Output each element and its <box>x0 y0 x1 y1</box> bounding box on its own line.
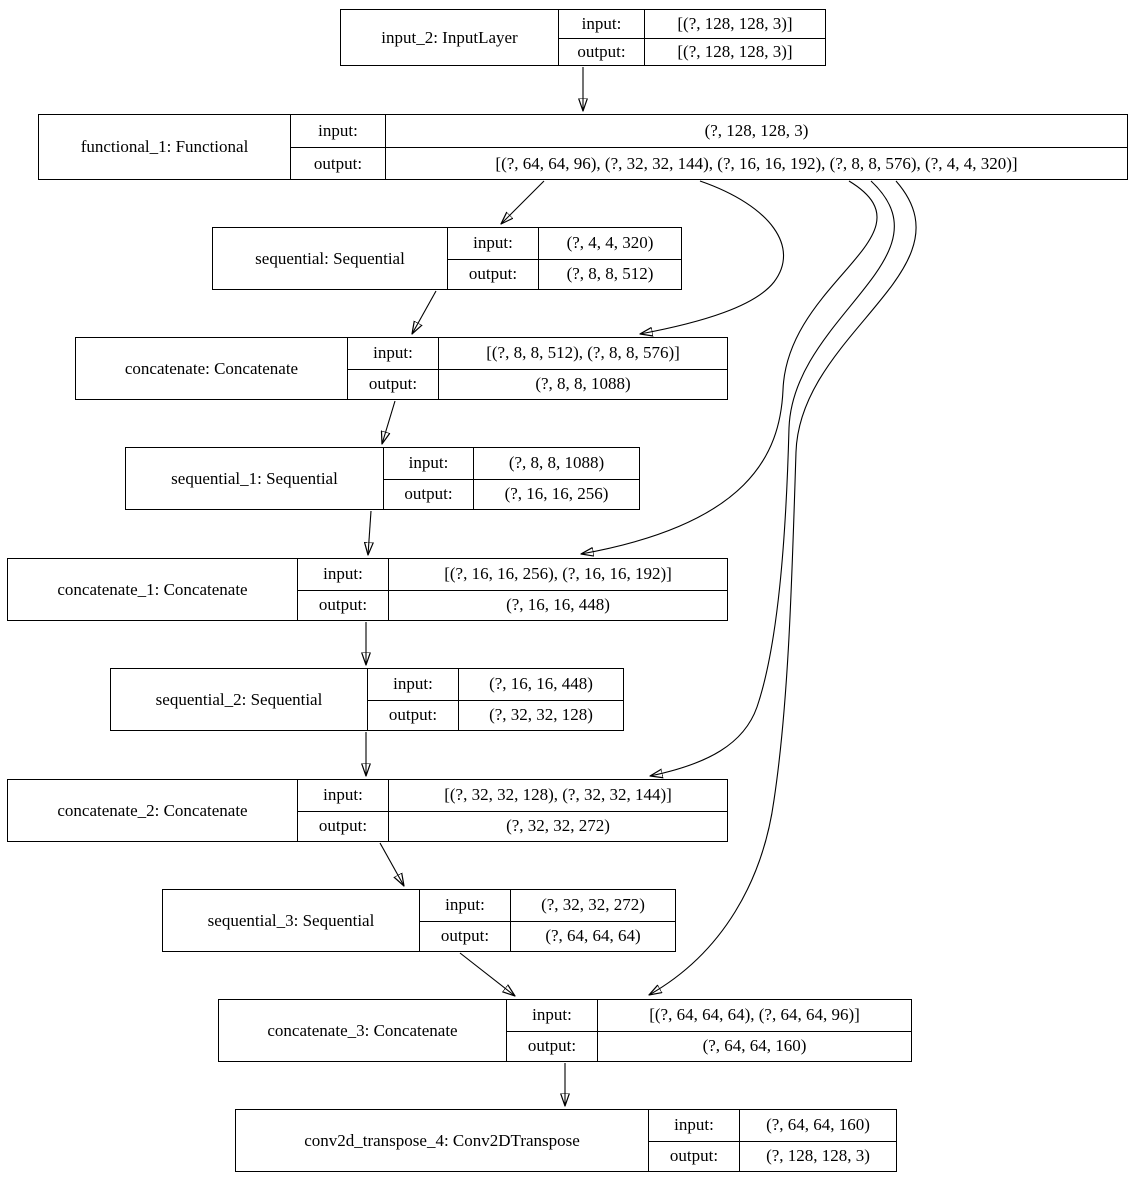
output-label: output: <box>298 589 389 620</box>
output-shape: (?, 32, 32, 272) <box>389 810 727 842</box>
output-shape: (?, 32, 32, 128) <box>459 699 623 731</box>
output-label: output: <box>348 368 439 399</box>
input-label: input: <box>291 115 386 147</box>
node-sequential: sequential: Sequential input: (?, 4, 4, … <box>212 227 682 290</box>
input-label: input: <box>368 669 459 700</box>
edge-functional-1-to-concatenate-3-skip <box>649 180 917 995</box>
edge-functional-1-to-concatenate-2-skip <box>650 180 895 776</box>
output-label: output: <box>507 1030 598 1061</box>
node-concatenate-1: concatenate_1: Concatenate input: [(?, 1… <box>7 558 728 621</box>
output-label: output: <box>298 810 389 841</box>
node-concatenate-2: concatenate_2: Concatenate input: [(?, 3… <box>7 779 728 842</box>
input-label: input: <box>649 1110 740 1141</box>
input-label: input: <box>298 559 389 590</box>
edge-functional-1-to-sequential <box>501 180 545 224</box>
input-label: input: <box>559 10 645 38</box>
layer-title: concatenate: Concatenate <box>76 338 348 399</box>
output-label: output: <box>559 37 645 65</box>
input-label: input: <box>507 1000 598 1031</box>
input-shape: (?, 8, 8, 1088) <box>508 453 605 473</box>
node-concatenate: concatenate: Concatenate input: [(?, 8, … <box>75 337 728 400</box>
input-shape: (?, 128, 128, 3) <box>704 121 809 140</box>
output-shape: (?, 8, 8, 1088) <box>439 368 727 400</box>
layer-title: functional_1: Functional <box>39 115 291 179</box>
layer-title: conv2d_transpose_4: Conv2DTranspose <box>236 1110 649 1171</box>
output-label: output: <box>448 258 539 289</box>
input-shape: [(?, 128, 128, 3)] <box>677 13 793 33</box>
layer-title: input_2: InputLayer <box>341 10 559 65</box>
input-shape: [(?, 8, 8, 512), (?, 8, 8, 576)] <box>486 343 680 363</box>
output-shape: [(?, 64, 64, 96), (?, 32, 32, 144), (?, … <box>386 147 1127 179</box>
output-shape: (?, 64, 64, 160) <box>598 1030 911 1062</box>
node-concatenate-3: concatenate_3: Concatenate input: [(?, 6… <box>218 999 912 1062</box>
input-label: input: <box>298 780 389 811</box>
output-shape: (?, 8, 8, 512) <box>539 258 681 290</box>
edge-sequential-3-to-concatenate-3 <box>459 952 515 996</box>
input-shape: (?, 4, 4, 320) <box>566 233 654 253</box>
layer-title: sequential_3: Sequential <box>163 890 420 951</box>
output-shape: [(?, 128, 128, 3)] <box>645 37 825 66</box>
output-label: output: <box>420 920 511 951</box>
input-shape: (?, 16, 16, 448) <box>489 674 593 694</box>
input-label: input: <box>448 228 539 259</box>
output-label: output: <box>384 478 474 509</box>
edge-concatenate-2-to-sequential-3 <box>379 842 404 886</box>
node-input-2: input_2: InputLayer input: [(?, 128, 128… <box>340 9 826 66</box>
node-sequential-3: sequential_3: Sequential input: (?, 32, … <box>162 889 676 952</box>
edge-sequential-1-to-concatenate-1 <box>368 510 371 555</box>
output-shape: (?, 16, 16, 448) <box>389 589 727 621</box>
input-shape: [(?, 16, 16, 256), (?, 16, 16, 192)] <box>444 564 672 584</box>
layer-title: sequential_1: Sequential <box>126 448 384 509</box>
output-shape: (?, 128, 128, 3) <box>740 1140 896 1172</box>
edge-functional-1-to-concatenate-1-skip <box>581 180 878 554</box>
output-shape: (?, 64, 64, 64) <box>511 920 675 952</box>
layer-title: sequential: Sequential <box>213 228 448 289</box>
layer-title: sequential_2: Sequential <box>111 669 368 730</box>
node-sequential-2: sequential_2: Sequential input: (?, 16, … <box>110 668 624 731</box>
input-label: input: <box>420 890 511 921</box>
input-label: input: <box>384 448 474 479</box>
layer-title: concatenate_2: Concatenate <box>8 780 298 841</box>
output-label: output: <box>649 1140 740 1171</box>
input-shape: [(?, 32, 32, 128), (?, 32, 32, 144)] <box>444 785 672 805</box>
node-conv2d-transpose-4: conv2d_transpose_4: Conv2DTranspose inpu… <box>235 1109 897 1172</box>
input-label: input: <box>348 338 439 369</box>
node-functional-1: functional_1: Functional input: (?, 128,… <box>38 114 1128 180</box>
output-label: output: <box>368 699 459 730</box>
layer-title: concatenate_3: Concatenate <box>219 1000 507 1061</box>
layer-title: concatenate_1: Concatenate <box>8 559 298 620</box>
input-shape: [(?, 64, 64, 64), (?, 64, 64, 96)] <box>649 1005 860 1025</box>
input-shape: (?, 32, 32, 272) <box>541 895 645 915</box>
input-shape: (?, 64, 64, 160) <box>766 1115 870 1135</box>
node-sequential-1: sequential_1: Sequential input: (?, 8, 8… <box>125 447 640 510</box>
output-shape: (?, 16, 16, 256) <box>474 478 639 510</box>
output-label: output: <box>291 147 386 179</box>
edge-concatenate-to-sequential-1 <box>382 400 396 444</box>
edge-sequential-to-concatenate <box>412 290 437 334</box>
edge-functional-1-to-concatenate-skip <box>640 180 784 334</box>
